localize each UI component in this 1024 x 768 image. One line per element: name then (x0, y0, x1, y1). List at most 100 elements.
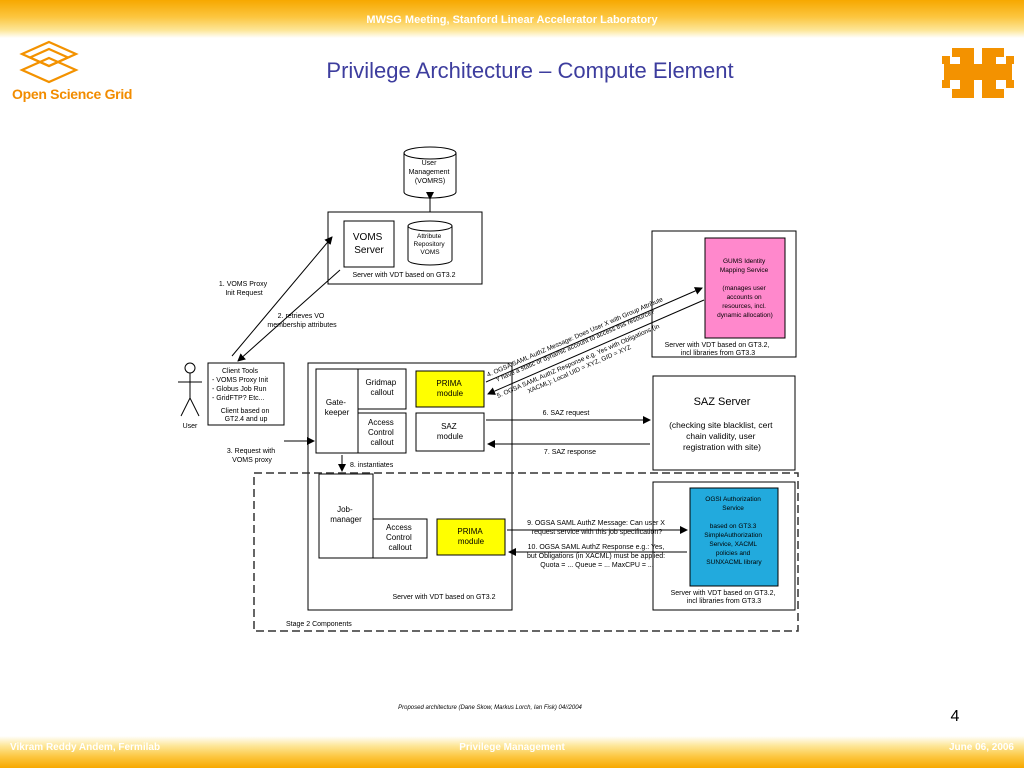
gums-caption-1: Server with VDT based on GT3.2, (665, 342, 770, 349)
user-management-db: User Management (VOMRS) (403, 146, 457, 199)
attr-repo-line1: Attribute (417, 233, 442, 240)
saz-server-title: SAZ Server (694, 396, 751, 408)
svg-text:PRIMA module: PRIMA module (436, 379, 463, 398)
svg-text:PRIMA module: PRIMA module (457, 527, 484, 546)
voms-server-label2: Server (354, 245, 384, 256)
access-control-callout-2-box (372, 518, 428, 559)
client-line1: Client Tools (222, 368, 259, 375)
user-label: User (183, 423, 198, 430)
gatekeeper-line2: keeper (325, 408, 350, 417)
access2-line1: Access (386, 523, 412, 532)
meeting-title: MWSG Meeting, Stanford Linear Accelerato… (366, 14, 658, 26)
fermilab-logo-icon (942, 48, 1014, 98)
step8-label: 8. instantiates (350, 462, 394, 469)
ogsi-line5: SimpleAuthorization (704, 532, 762, 539)
gums-service-box (704, 237, 786, 339)
attr-repo-line3: VOMS (420, 249, 440, 256)
svg-text:OGSI Authorization Service: OGSI Authorization Service based on GT3.… (704, 496, 764, 566)
ce-caption: Server with VDT based on GT3.2 (393, 594, 496, 601)
user-stick-figure-icon (178, 362, 202, 417)
svg-text:Server with VDT based on GT3.2: Server with VDT based on GT3.2, incl lib… (665, 342, 772, 357)
stage2-region (253, 472, 799, 632)
client-based-1: Client based on (221, 408, 270, 415)
header-bar: MWSG Meeting, Stanford Linear Accelerato… (0, 0, 1024, 38)
ogsi-line4: based on GT3.3 (710, 523, 757, 530)
step9-line2: request service with this job specificat… (532, 529, 662, 536)
user-mgmt-line3: (VOMRS) (415, 178, 445, 185)
step3-line2: VOMS proxy (232, 457, 272, 464)
svg-text:GUMS Identity Mapping Serv: GUMS Identity Mapping Service (manages u… (717, 258, 773, 319)
access-line2: Control (368, 428, 394, 437)
access2-line2: Control (386, 533, 412, 542)
access2-line3: callout (388, 543, 412, 552)
client-line3: - Globus Job Run (212, 386, 267, 393)
access-line1: Access (368, 418, 394, 427)
step10-line1: 10. OGSA SAML AuthZ Response e.g.: Yes, (528, 544, 665, 551)
gums-line5: accounts on (727, 294, 762, 301)
jobmanager-line2: manager (330, 515, 362, 524)
gums-line7: dynamic allocation) (717, 312, 773, 319)
client-line2: - VOMS Proxy Init (212, 377, 268, 384)
svg-text:(checking site blacklist, cert: (checking site blacklist, cert chain val… (669, 420, 775, 452)
svg-text:Gate- keeper: Gate- keeper (325, 398, 350, 417)
prima-line2: module (437, 389, 464, 398)
svg-text:Attribute Repository: Attribute Repository VOMS (414, 233, 447, 256)
prima-module-box (415, 370, 485, 408)
client-based-2: GT2.4 and up (225, 416, 268, 423)
job-manager-box (318, 473, 374, 559)
voms-server-box (343, 220, 395, 268)
svg-text:Access Control callout: Access Control callout (368, 418, 396, 447)
svg-text:Gridmap callout: Gridmap callout (366, 378, 399, 397)
ogsi-line8: SUNXACML library (706, 559, 762, 566)
svg-text:SAZ module: SAZ module (437, 422, 464, 441)
svg-text:2. retrieves VO membership: 2. retrieves VO membership attributes (267, 313, 337, 329)
svg-text:3. Request with VOMS proxy: 3. Request with VOMS proxy (227, 448, 277, 464)
step2-line2: membership attributes (267, 322, 337, 329)
step6-label: 6. SAZ request (543, 410, 590, 417)
svg-text:Server with VDT based on GT3.2: Server with VDT based on GT3.2, incl lib… (671, 590, 778, 605)
saz-module-box (415, 412, 485, 452)
step10-line3: Quota = ... Queue = ... MaxCPU = ... (540, 562, 653, 569)
gums-line6: resources, incl. (722, 303, 766, 310)
step1-line1: 1. VOMS Proxy (219, 281, 268, 288)
jobmanager-line1: Job- (337, 505, 353, 514)
gatekeeper-line1: Gate- (326, 398, 346, 407)
footer-author: Vikram Reddy Andem, Fermilab (10, 742, 161, 753)
figure-caption: Proposed architecture (Dane Skow, Markus… (398, 705, 582, 711)
user-mgmt-line2: Management (409, 169, 450, 176)
attr-repo-line2: Repository (414, 241, 446, 248)
svg-text:Access Control callout: Access Control callout (386, 523, 414, 552)
gums-line2: Mapping Service (720, 267, 769, 274)
footer-topic: Privilege Management (459, 742, 565, 753)
gridmap-line1: Gridmap (366, 378, 397, 387)
saz-module-line1: SAZ (441, 422, 457, 431)
ogsi-line2: Service (722, 505, 744, 512)
saz-server-box (652, 375, 796, 471)
access-control-callout-box (357, 412, 407, 454)
user-mgmt-line1: User (422, 160, 437, 167)
step3-line1: 3. Request with (227, 448, 275, 455)
ogsi-line7: policies and (716, 550, 751, 557)
voms-box-caption: Server with VDT based on GT3.2 (353, 272, 456, 279)
svg-text:9. OGSA SAML AuthZ Message: Ca: 9. OGSA SAML AuthZ Message: Can user X r… (527, 520, 667, 536)
attribute-repository-db: Attribute Repository VOMS (407, 220, 453, 266)
gums-line4: (manages user (722, 285, 766, 292)
ogsi-line1: OGSI Authorization (705, 496, 761, 503)
voms-server-label: VOMS (353, 232, 383, 243)
ogsi-caption-1: Server with VDT based on GT3.2, (671, 590, 776, 597)
page-title: Privilege Architecture – Compute Element (326, 58, 734, 83)
saz-line1: (checking site blacklist, cert (669, 420, 773, 430)
gridmap-callout-box (357, 368, 407, 410)
svg-text:VOMS Server: VOMS Server (353, 232, 385, 256)
svg-text:10. OGSA SAML AuthZ Response e: 10. OGSA SAML AuthZ Response e.g.: Yes, … (527, 544, 667, 569)
prima-line1: PRIMA (436, 379, 462, 388)
access-line3: callout (370, 438, 394, 447)
svg-text:Client based on GT2.4 and: Client based on GT2.4 and up (221, 408, 272, 423)
svg-text:Client Tools - VOMS Proxy: Client Tools - VOMS Proxy Init - Globus … (212, 368, 270, 402)
footer-date: June 06, 2006 (948, 742, 1014, 753)
step10-line2: but Obligations (in XACML) must be appli… (527, 553, 665, 560)
svg-text:1. VOMS Proxy Init Request: 1. VOMS Proxy Init Request (219, 281, 269, 297)
ogsi-line6: Service, XACML (709, 541, 757, 548)
page-number: 4 (950, 708, 960, 725)
